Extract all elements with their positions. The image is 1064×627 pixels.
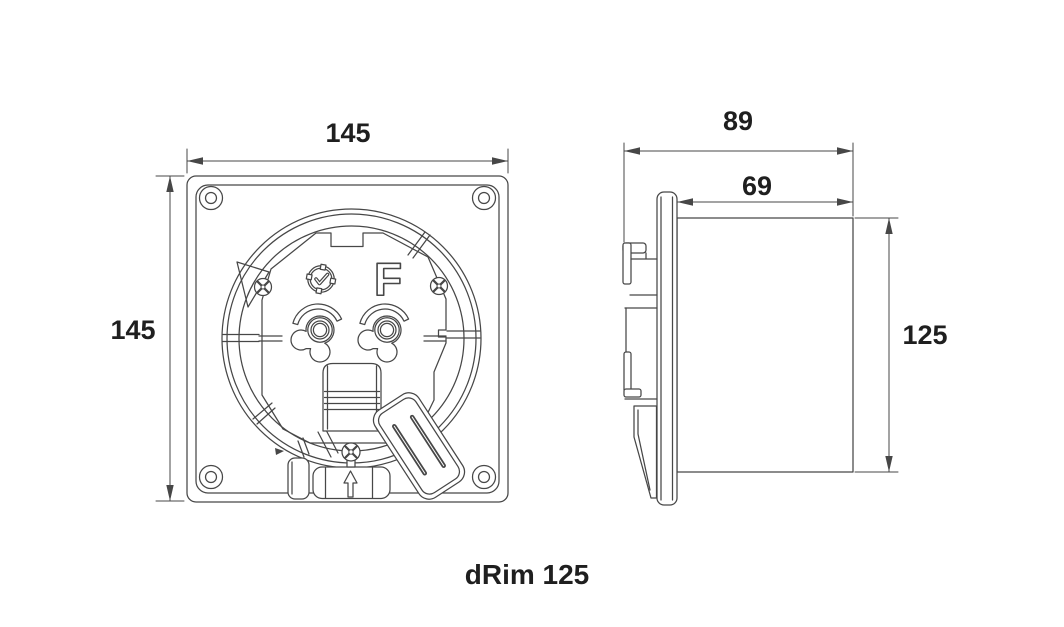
product-title: dRim 125 (465, 559, 590, 590)
dimension-duct-height (885, 217, 893, 473)
dimension-front-width (186, 148, 509, 174)
front-width-label: 145 (325, 118, 370, 148)
cable-cover-side (633, 405, 658, 499)
duct-height-label: 125 (902, 320, 947, 350)
mounting-clips (622, 242, 658, 499)
cable-ramp (372, 392, 466, 500)
front-panel-side (656, 191, 678, 506)
front-view: F (110, 118, 509, 503)
dimension-duct-depth (676, 198, 854, 206)
mount-hole-left-arc (292, 303, 343, 326)
phillips-screw-bottom (341, 442, 361, 468)
overall-depth-label: 89 (723, 106, 753, 136)
phillips-screw-left (253, 277, 273, 297)
side-extension-lines (623, 142, 899, 473)
phillips-screw-right (429, 276, 449, 296)
dimension-overall-depth (623, 147, 854, 155)
mount-hole-left (290, 303, 343, 363)
duct-depth-label: 69 (742, 171, 772, 201)
duct-body (676, 217, 854, 473)
mount-hole-right-arc (359, 303, 410, 326)
front-height-label: 145 (110, 315, 155, 345)
clock-icon (305, 263, 337, 295)
terminal-block (287, 457, 391, 500)
f-marking: F (374, 253, 402, 305)
up-arrow-icon (343, 470, 358, 498)
mold-mark (275, 448, 284, 455)
corner-screw-holes (198, 185, 497, 490)
side-view: 89 69 125 (622, 106, 948, 506)
motor-cover (322, 362, 382, 432)
motor-plate (258, 232, 447, 444)
dimension-front-height (155, 175, 185, 502)
mount-hole-right (357, 303, 410, 363)
